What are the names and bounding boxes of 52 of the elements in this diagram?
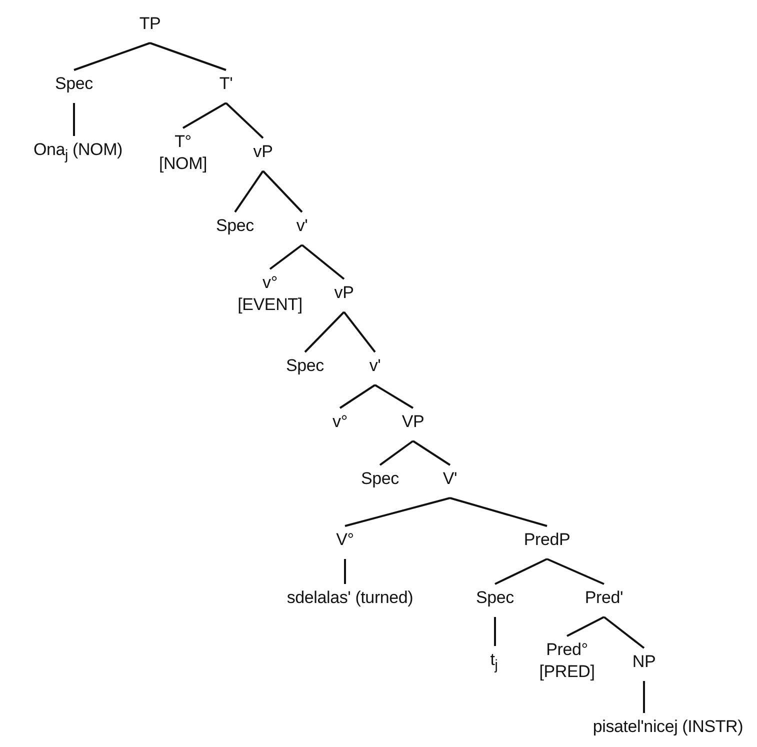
tree-branch xyxy=(150,42,226,71)
tree-node-label: Spec xyxy=(361,468,399,490)
tree-node-label: Spec xyxy=(476,587,514,609)
tree-branch xyxy=(339,384,376,409)
tree-node-label: Pred' xyxy=(584,587,624,609)
tree-branch xyxy=(374,384,414,409)
tree-branch xyxy=(269,244,303,270)
tree-branch xyxy=(262,170,303,213)
tree-node-label: Spec xyxy=(286,355,324,377)
tree-node-label: t$_{j}$ xyxy=(490,649,498,671)
tree-node-label: v' xyxy=(369,355,381,377)
tree-branch xyxy=(182,102,226,129)
tree-branch xyxy=(344,559,346,584)
tree-node-label: v° xyxy=(332,411,348,433)
tree-node-label: PredP xyxy=(524,529,570,551)
tree-branch xyxy=(379,440,414,466)
tree-branch xyxy=(643,681,645,713)
tree-node-label: V° xyxy=(336,529,354,551)
tree-branch xyxy=(494,617,496,646)
tree-branch xyxy=(74,42,150,71)
tree-node-label: Pred° xyxy=(545,639,589,661)
tree-node-label: pisatel'nicej (INSTR) xyxy=(592,716,744,738)
tree-node-label: sdelalas' (turned) xyxy=(286,587,414,609)
feature-label: [NOM] xyxy=(158,153,208,175)
tree-node-label: V' xyxy=(442,468,458,490)
tree-branch xyxy=(343,311,376,353)
tree-node-label: VP xyxy=(402,411,424,433)
tree-branch xyxy=(494,558,548,585)
tree-node-label: v' xyxy=(296,215,308,237)
tree-node-label: NP xyxy=(632,651,656,673)
tree-branch xyxy=(304,311,345,353)
tree-branch xyxy=(225,102,264,139)
tree-branch xyxy=(73,103,75,136)
tree-branch xyxy=(450,497,548,527)
tree-node-label: vP xyxy=(253,141,273,163)
tree-node-label: TP xyxy=(139,13,161,35)
tree-node-label: T' xyxy=(219,73,233,95)
feature-label: [EVENT] xyxy=(238,294,302,316)
tree-branch xyxy=(566,616,604,637)
tree-branch xyxy=(234,170,264,213)
tree-node-label: Spec xyxy=(55,73,93,95)
tree-node-label: Spec xyxy=(216,215,254,237)
tree-node-label: vP xyxy=(334,282,354,304)
tree-branch xyxy=(344,497,450,527)
tree-branch xyxy=(603,616,645,649)
tree-node-label: T° xyxy=(174,131,192,153)
tree-node-label: Ona$_{j}$ (NOM) xyxy=(34,139,122,161)
tree-node-label: v° xyxy=(262,272,278,294)
tree-branch xyxy=(412,440,451,466)
tree-branch xyxy=(546,558,604,585)
tree-branch xyxy=(301,244,345,280)
feature-label: [PRED] xyxy=(539,661,595,683)
